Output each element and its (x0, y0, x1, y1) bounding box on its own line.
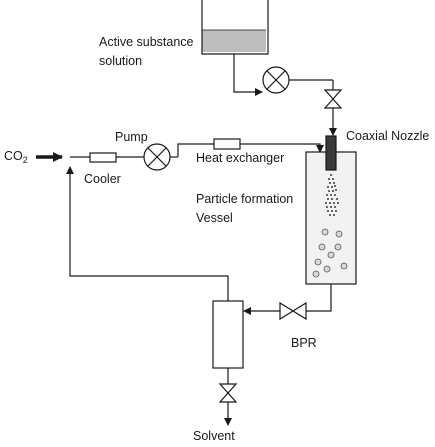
coaxial-nozzle-label: Coaxial Nozzle (346, 129, 430, 143)
solution-feed-line (233, 54, 337, 136)
bpr-label: BPR (291, 336, 317, 350)
separator-vessel (212, 300, 244, 369)
solvent-valve-icon (218, 383, 238, 403)
particles (312, 228, 348, 278)
particle-vessel-label: Particle formation Vessel (196, 190, 293, 229)
coaxial-nozzle-icon (325, 135, 337, 171)
active-substance-label-line1: Active substance (99, 35, 194, 49)
spray-cone (325, 174, 339, 216)
cooler-label: Cooler (84, 172, 121, 186)
heat-exchanger-icon (213, 138, 241, 150)
co2-label: CO2 (4, 147, 28, 168)
vessel-outlet-line (243, 284, 332, 315)
particle-vessel-label-line1: Particle formation (196, 192, 294, 206)
particle-vessel-label-line2: Vessel (196, 211, 233, 226)
solvent-label: Solvent (193, 429, 235, 443)
bpr-valve-icon (279, 301, 307, 321)
pump-label: Pump (115, 130, 148, 144)
cooler-icon (89, 152, 117, 163)
particle-formation-vessel (305, 151, 357, 285)
co2-label-main: CO (4, 149, 23, 163)
solution-valve-icon (323, 89, 343, 109)
co2-feed-line (36, 143, 324, 162)
active-substance-label: Active substance solution (99, 33, 194, 72)
reservoir-liquid (202, 30, 266, 52)
solution-pump-icon (262, 66, 290, 94)
solution-reservoir (201, 0, 269, 55)
heat-exchanger-label: Heat exchanger (196, 151, 285, 165)
recycle-line (66, 166, 229, 301)
co2-label-sub: 2 (22, 155, 28, 165)
active-substance-label-line2: solution (99, 54, 143, 69)
co2-pump-icon (143, 143, 171, 171)
